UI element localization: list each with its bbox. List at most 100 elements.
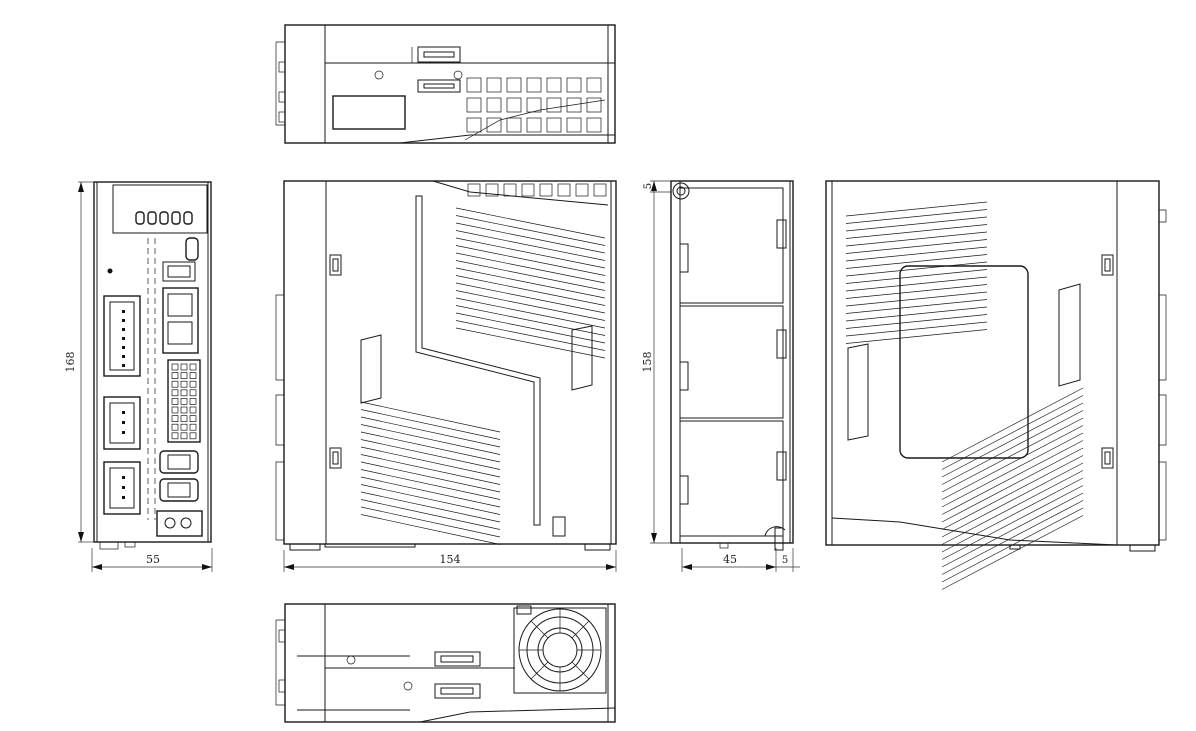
side-length-dim: 154 xyxy=(440,553,461,566)
terminal-cell xyxy=(180,372,188,379)
terminal-cell xyxy=(189,380,197,388)
rear-bottom-gap-dim: 5 xyxy=(782,555,788,566)
terminal-cell xyxy=(171,415,179,422)
hatch-line xyxy=(360,401,501,433)
hatch-line xyxy=(360,469,501,500)
hatch-line xyxy=(845,269,988,284)
terminal-cell xyxy=(180,398,188,405)
rear-top-gap-dim: 5 xyxy=(643,183,654,189)
hatch-line xyxy=(941,492,1084,568)
hatch-line xyxy=(455,297,606,329)
pin xyxy=(122,476,125,479)
vent-slot xyxy=(526,77,542,93)
hatch-line xyxy=(455,305,606,336)
hatch-line xyxy=(941,485,1084,560)
fan-spoke xyxy=(530,620,549,639)
hatch-line xyxy=(360,416,501,448)
hatch-line xyxy=(455,222,606,254)
hatch-line xyxy=(845,329,988,344)
hatch-line xyxy=(941,440,1084,515)
vent-slot xyxy=(526,117,542,133)
terminal-cell xyxy=(189,406,197,414)
pin xyxy=(122,328,125,331)
terminal-cell xyxy=(189,363,197,371)
fan-guard xyxy=(519,609,601,691)
terminal-block xyxy=(171,363,197,440)
pin xyxy=(122,421,125,424)
side-top-vents xyxy=(467,183,607,197)
hatch-line xyxy=(455,327,606,359)
hatch-line xyxy=(360,439,501,470)
hatch-line xyxy=(845,224,988,239)
pin xyxy=(122,411,125,414)
hatch-line xyxy=(455,267,606,299)
pin xyxy=(122,337,125,340)
hatch-line xyxy=(360,446,501,478)
vent-edge xyxy=(464,99,606,141)
hatch-line xyxy=(941,425,1084,500)
terminal-cell xyxy=(189,398,197,405)
top-vent-grid xyxy=(464,77,606,141)
terminal-cell xyxy=(171,398,179,405)
side-view-right xyxy=(825,180,1167,590)
terminal-cell xyxy=(171,363,179,371)
led-digit xyxy=(183,211,193,225)
hatch-line xyxy=(845,201,988,217)
hatch-line xyxy=(941,515,1084,590)
hatch-line xyxy=(845,209,988,224)
hatch-line xyxy=(360,461,501,493)
hatch-line xyxy=(845,231,988,247)
vent-slot xyxy=(466,117,482,133)
vent-slot xyxy=(586,97,602,113)
front-view: 168 55 xyxy=(64,181,213,572)
pin xyxy=(122,364,125,367)
hatch-line xyxy=(360,491,501,523)
terminal-cell xyxy=(189,372,197,379)
hatch-line xyxy=(360,476,501,508)
hatch-line xyxy=(360,514,501,545)
terminal-cell xyxy=(189,415,197,422)
vent-slot xyxy=(466,77,482,93)
terminal-cell xyxy=(180,380,188,388)
hatch-line xyxy=(941,387,1084,463)
hatch-line xyxy=(845,261,988,277)
vent-slot xyxy=(575,183,589,197)
terminal-cell xyxy=(171,380,179,388)
hatch-line xyxy=(845,246,988,262)
vent-slot xyxy=(546,117,562,133)
terminal-cell xyxy=(189,432,197,440)
vent-slot xyxy=(539,183,553,197)
hatch-line xyxy=(941,500,1084,575)
vent-slot xyxy=(526,97,542,113)
terminal-cell xyxy=(189,423,197,431)
vent-slot xyxy=(521,183,535,197)
hatch-line xyxy=(941,455,1084,530)
hatch-line xyxy=(941,417,1084,493)
fan-spoke xyxy=(571,620,590,639)
terminal-cell xyxy=(171,389,179,397)
hatch-line xyxy=(455,282,606,314)
vent-slot xyxy=(506,97,522,113)
terminal-cell xyxy=(180,363,188,371)
hatch-line xyxy=(845,299,988,314)
side-view-left: 154 xyxy=(275,180,617,572)
side-hatching xyxy=(360,207,606,545)
hatch-line xyxy=(845,254,988,269)
hatch-line xyxy=(360,454,501,485)
vent-slot xyxy=(546,97,562,113)
rear-height-dim: 158 xyxy=(641,352,654,373)
hatch-line xyxy=(941,470,1084,545)
fan-spoke xyxy=(571,661,590,680)
terminal-cell xyxy=(180,389,188,397)
vent-slot xyxy=(485,183,499,197)
hatch-line xyxy=(845,216,988,232)
terminal-cell xyxy=(171,406,179,414)
vent-slot xyxy=(506,77,522,93)
right-hatching xyxy=(845,201,1084,590)
hatch-line xyxy=(845,239,988,254)
terminal-cell xyxy=(171,423,179,431)
fan-spoke xyxy=(530,661,549,680)
hatch-line xyxy=(455,290,606,321)
terminal-cell xyxy=(171,372,179,379)
led-digit xyxy=(171,211,181,225)
